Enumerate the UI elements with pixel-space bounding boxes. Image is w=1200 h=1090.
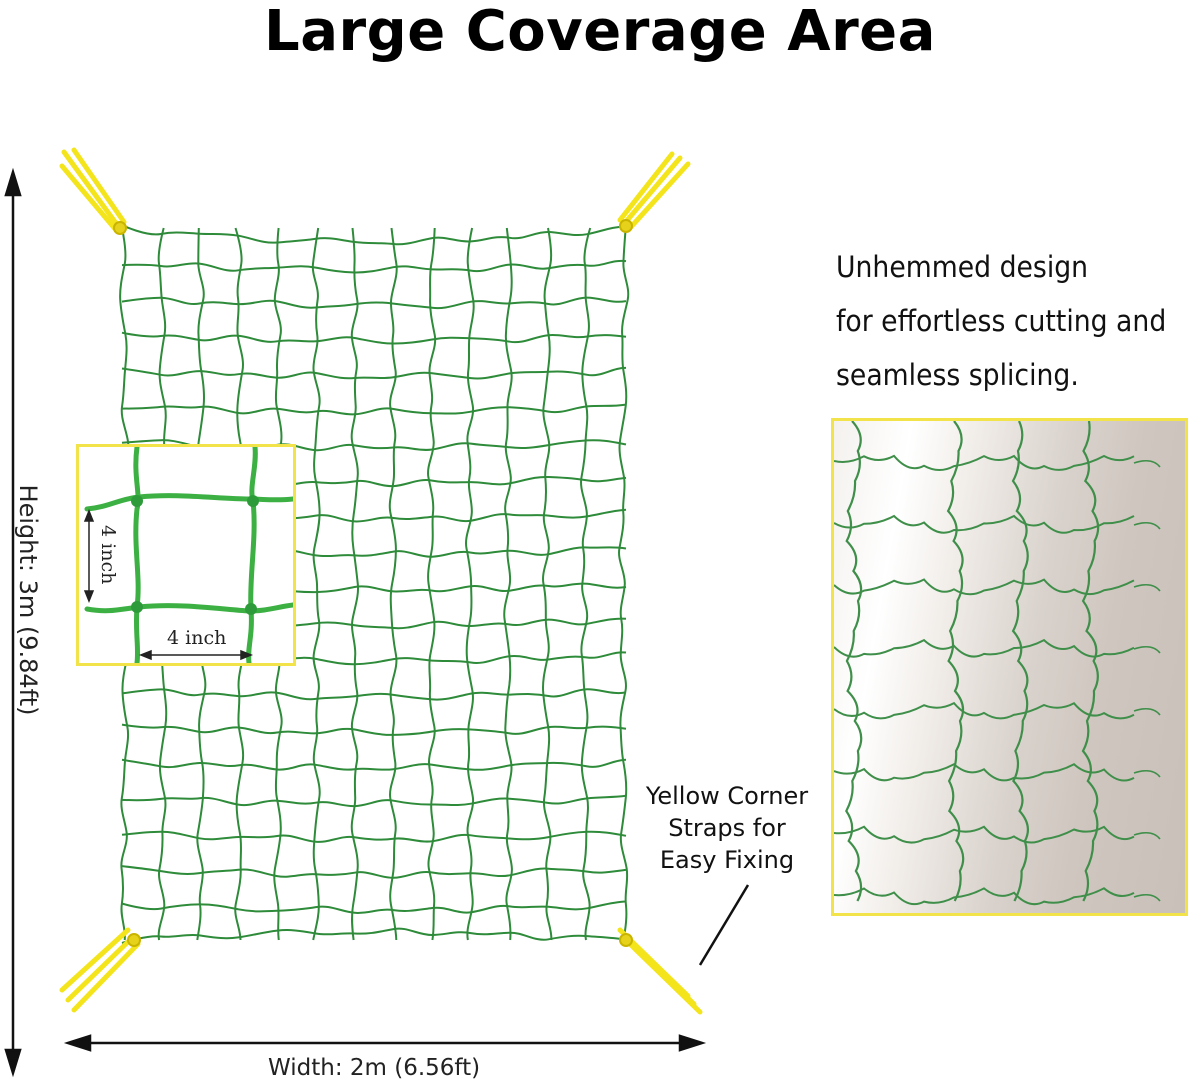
net-closeup-mesh [834, 421, 1161, 906]
width-label: Width: 2m (6.56ft) [268, 1055, 481, 1081]
callout-line-1: Yellow Corner [645, 782, 809, 810]
callout-line-3: Easy Fixing [659, 846, 795, 874]
description-line-2: for effortless cutting and [836, 304, 1167, 338]
description-line-3: seamless splicing. [836, 358, 1079, 392]
strap-bottom-left [59, 927, 141, 1013]
mesh-height-label: 4 inch [97, 525, 119, 585]
mesh-zoom-drawing [83, 447, 293, 663]
callout-pointer [698, 884, 750, 966]
strap-top-left [59, 147, 127, 235]
height-arrow [4, 167, 22, 1078]
width-arrow [63, 1034, 707, 1052]
mesh-width-label: 4 inch [167, 627, 227, 649]
strap-bottom-right [617, 927, 703, 1015]
net-closeup-photo [831, 418, 1188, 916]
mesh-zoom-inset: 4 inch 4 inch [76, 444, 296, 666]
callout-line-2: Straps for [668, 814, 786, 842]
feature-description: Unhemmed design for effortless cutting a… [836, 240, 1171, 402]
page-title: Large Coverage Area [264, 0, 936, 64]
corner-straps [59, 147, 703, 1015]
strap-top-right [617, 151, 691, 233]
corner-straps-callout: Yellow Corner Straps for Easy Fixing [612, 780, 842, 876]
description-line-1: Unhemmed design [836, 250, 1089, 284]
height-label: Height: 3m (9.84ft) [14, 484, 42, 716]
